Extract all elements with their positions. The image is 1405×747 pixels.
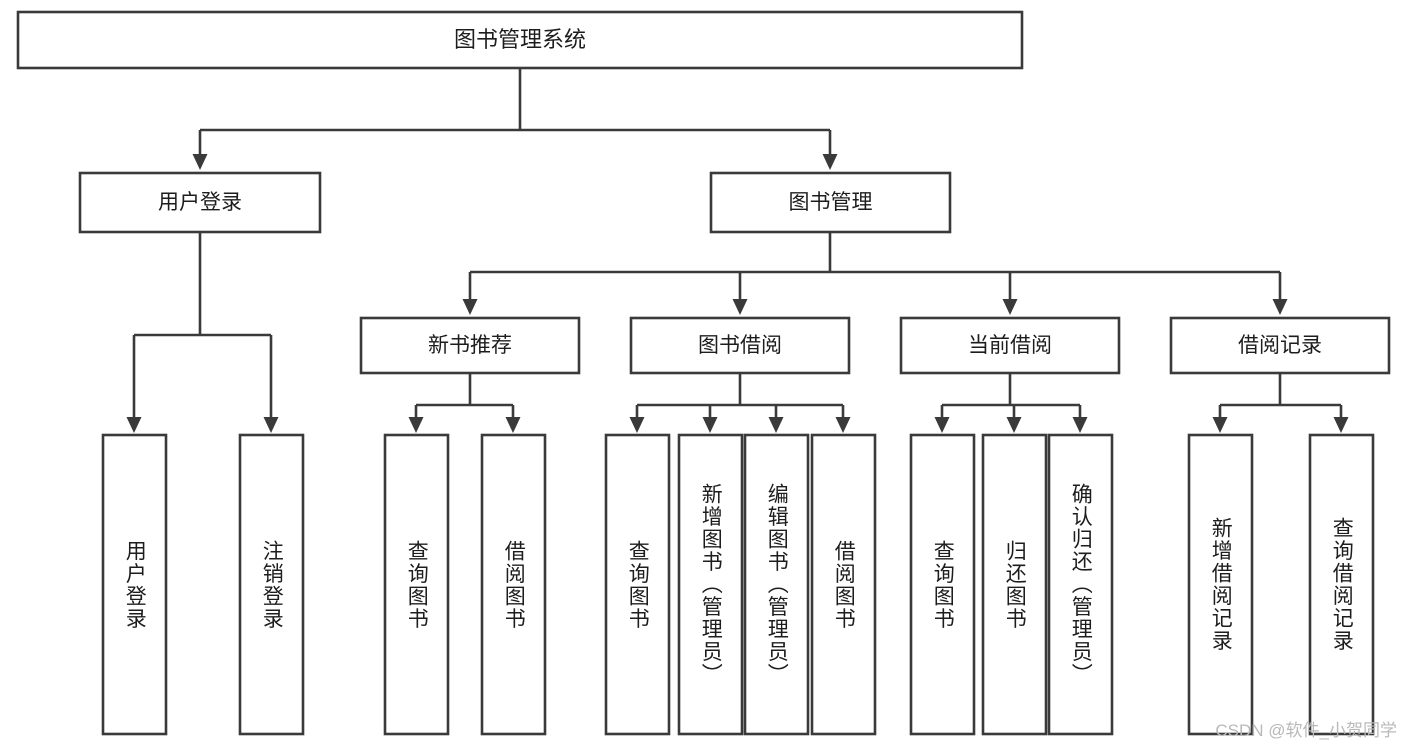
node-query-book-leaf[interactable] [604, 433, 671, 736]
node-box-edit-book-admin-leaf [743, 433, 810, 736]
arrow-book-manage-icon [822, 154, 838, 170]
node-box-query-book-leaf [383, 433, 450, 736]
node-add-borrowing-record-leaf[interactable] [1187, 433, 1254, 736]
node-box-logout-leaf [238, 433, 305, 736]
arrow-leaf-user-login-icon [126, 417, 142, 433]
node-box-user-login [78, 171, 322, 234]
node-label-current-borrowing: 当前借阅 [968, 334, 1052, 357]
node-book-management[interactable] [709, 171, 952, 234]
node-label-user-login: 用户登录 [158, 191, 242, 214]
node-box-query-book-leaf [909, 433, 976, 736]
node-edit-book-admin-leaf[interactable] [743, 433, 810, 736]
csdn-watermark: CSDN @软件_小贺同学 [1215, 721, 1397, 740]
node-box-return-book-leaf [981, 433, 1048, 736]
arrow-leaf-logout-icon [263, 417, 279, 433]
node-box-query-borrowing-record-leaf [1308, 433, 1375, 736]
node-user-login[interactable] [78, 171, 322, 234]
arrow-bb-borrow-icon [835, 417, 851, 433]
arrow-br-add-icon [1212, 417, 1228, 433]
arrow-cb-confirm-icon [1072, 417, 1088, 433]
node-box-current-borrowing [899, 316, 1121, 375]
node-borrow-book-leaf[interactable] [480, 433, 547, 736]
arrow-current-borrow-icon [1002, 299, 1018, 315]
node-borrowing-record[interactable] [1169, 316, 1391, 375]
node-box-borrowing-record [1169, 316, 1391, 375]
node-logout-leaf[interactable] [238, 433, 305, 736]
node-box-new-book-recommendation [359, 316, 581, 375]
node-book-borrowing[interactable] [629, 316, 851, 375]
node-box-borrow-book-leaf [480, 433, 547, 736]
arrow-user-login-icon [192, 154, 208, 170]
node-user-login-leaf[interactable] [101, 433, 168, 736]
node-current-borrowing[interactable] [899, 316, 1121, 375]
arrow-nbr-borrow-icon [505, 417, 521, 433]
node-label-new-book-recommendation: 新书推荐 [428, 334, 512, 357]
node-box-add-borrowing-record-leaf [1187, 433, 1254, 736]
node-box-add-book-admin-leaf [677, 433, 744, 736]
arrow-nbr-query-icon [408, 417, 424, 433]
arrow-br-query-icon [1333, 417, 1349, 433]
arrow-cb-query-icon [934, 417, 950, 433]
node-query-book-leaf[interactable] [909, 433, 976, 736]
arrow-bb-edit-icon [768, 417, 784, 433]
node-confirm-return-admin-leaf[interactable] [1047, 433, 1114, 736]
node-query-borrowing-record-leaf[interactable] [1308, 433, 1375, 736]
node-book-management-system[interactable] [16, 10, 1024, 70]
arrow-new-book-rec-icon [462, 299, 478, 315]
arrow-bb-query-icon [629, 417, 645, 433]
node-label-book-borrowing: 图书借阅 [698, 334, 782, 357]
arrow-borrow-record-icon [1272, 299, 1288, 315]
node-box-query-book-leaf [604, 433, 671, 736]
node-query-book-leaf[interactable] [383, 433, 450, 736]
arrow-cb-return-icon [1006, 417, 1022, 433]
node-box-borrow-book-leaf [810, 433, 877, 736]
node-add-book-admin-leaf[interactable] [677, 433, 744, 736]
node-return-book-leaf[interactable] [981, 433, 1048, 736]
node-box-confirm-return-admin-leaf [1047, 433, 1114, 736]
arrow-book-borrow-icon [732, 299, 748, 315]
arrow-bb-add-icon [702, 417, 718, 433]
node-new-book-recommendation[interactable] [359, 316, 581, 375]
node-label-borrowing-record: 借阅记录 [1238, 334, 1322, 357]
node-borrow-book-leaf[interactable] [810, 433, 877, 736]
node-box-book-management [709, 171, 952, 234]
node-box-book-borrowing [629, 316, 851, 375]
node-label-book-management: 图书管理 [789, 191, 873, 214]
node-box-user-login-leaf [101, 433, 168, 736]
node-label-book-management-system: 图书管理系统 [454, 27, 586, 52]
node-box-book-management-system [16, 10, 1024, 70]
